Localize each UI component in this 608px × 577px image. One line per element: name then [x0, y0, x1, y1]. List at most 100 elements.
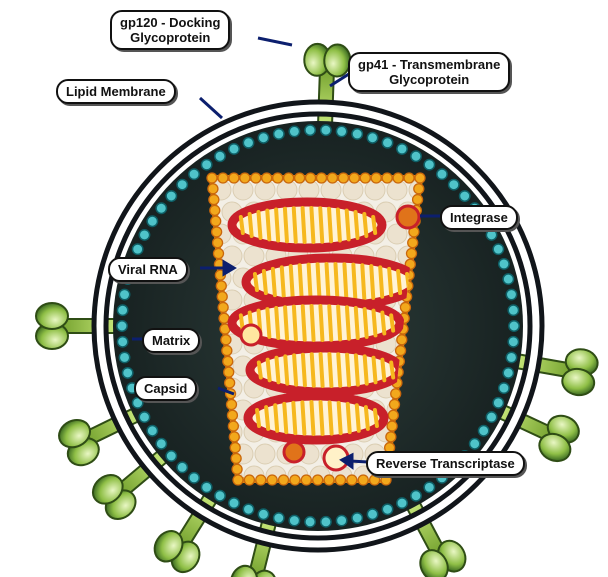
rna-base	[373, 311, 375, 336]
matrix-bead	[189, 473, 199, 483]
matrix-bead	[122, 368, 132, 378]
matrix-bead	[503, 274, 513, 284]
rna-base	[294, 208, 296, 241]
rna-base	[362, 265, 364, 298]
reverse-transcriptase-label-text: Reverse Transcriptase	[376, 456, 515, 471]
rna-base	[375, 410, 377, 426]
capsid-bead	[381, 475, 391, 485]
rna-base	[347, 355, 349, 386]
rna-base	[285, 307, 287, 339]
capsid-bead	[349, 173, 359, 183]
capsid-bead	[347, 475, 357, 485]
matrix-bead	[201, 482, 211, 492]
matrix-bead	[367, 509, 377, 519]
matrix-bead	[117, 321, 127, 331]
rna-base	[398, 271, 400, 293]
matrix-bead	[258, 509, 268, 519]
rna-base	[356, 308, 358, 338]
matrix-bead	[119, 289, 129, 299]
rna-base	[374, 358, 376, 382]
rna-base	[275, 405, 277, 431]
rna-base	[267, 309, 269, 337]
capsid-label-text: Capsid	[144, 381, 187, 396]
capsid-bead	[214, 249, 224, 259]
rna-base	[335, 264, 337, 300]
capsid-sphere	[244, 246, 264, 266]
rna-base	[300, 265, 302, 298]
gp120-label: gp120 - Docking Glycoprotein	[110, 10, 230, 50]
rna-base	[353, 265, 355, 300]
matrix-bead	[336, 515, 346, 525]
matrix-bead	[119, 352, 129, 362]
gp41-label: gp41 - Transmembrane Glycoprotein	[348, 52, 510, 92]
glycoprotein-head	[36, 303, 68, 329]
matrix-bead	[305, 517, 315, 527]
rna-base	[380, 267, 382, 296]
rna-base	[255, 274, 257, 290]
capsid-bead	[316, 173, 326, 183]
rna-base	[338, 354, 340, 385]
rna-base	[318, 264, 320, 300]
capsid-bead	[232, 464, 242, 474]
rna-base	[250, 214, 252, 236]
matrix-bead	[139, 412, 149, 422]
capsid-bead	[216, 281, 226, 291]
capsid-bead	[230, 443, 240, 453]
matrix-bead	[321, 517, 331, 527]
viral-rna-label: Viral RNA	[108, 257, 188, 282]
capsid-bead	[301, 475, 311, 485]
rna-base	[329, 306, 331, 340]
matrix-bead	[274, 513, 284, 523]
capsid-bead	[218, 302, 228, 312]
capsid-bead	[231, 453, 241, 463]
capsid-bead	[338, 173, 348, 183]
matrix-bead	[397, 144, 407, 154]
matrix-bead	[382, 504, 392, 514]
rna-base	[347, 211, 349, 240]
capsid-bead	[387, 421, 397, 431]
capsid-bead	[273, 173, 283, 183]
matrix-bead	[117, 305, 127, 315]
rna-base	[329, 209, 331, 241]
rna-base	[366, 407, 368, 429]
matrix-bead	[177, 179, 187, 189]
rna-base	[293, 403, 295, 433]
capsid-bead	[212, 227, 222, 237]
matrix-bead	[336, 126, 346, 136]
rna-base	[356, 355, 358, 384]
enzyme-circle	[284, 442, 304, 462]
rna-coil	[232, 202, 382, 248]
capsid-bead	[386, 432, 396, 442]
matrix-label: Matrix	[142, 328, 200, 353]
matrix-bead	[156, 439, 166, 449]
capsid-bead	[229, 173, 239, 183]
rna-base	[259, 362, 261, 377]
matrix-bead	[177, 462, 187, 472]
matrix-bead	[147, 216, 157, 226]
capsid-bead	[390, 400, 400, 410]
rna-base	[357, 405, 359, 431]
matrix-bead	[305, 125, 315, 135]
capsid-bead	[397, 335, 407, 345]
capsid-bead	[335, 475, 345, 485]
rna-base	[257, 410, 259, 426]
rna-base	[339, 403, 341, 433]
rna-base	[321, 354, 323, 386]
matrix-bead	[449, 179, 459, 189]
rna-base	[276, 358, 278, 382]
rna-base	[309, 265, 311, 300]
capsid-bead	[279, 475, 289, 485]
matrix-bead	[469, 439, 479, 449]
matrix-bead	[478, 426, 488, 436]
matrix-bead	[215, 491, 225, 501]
rna-base	[365, 356, 367, 383]
capsid-bead	[227, 410, 237, 420]
capsid-bead	[222, 346, 232, 356]
capsid-bead	[208, 184, 218, 194]
matrix-bead	[229, 498, 239, 508]
matrix-bead	[117, 337, 127, 347]
rna-base	[364, 214, 366, 236]
capsid-bead	[223, 356, 233, 366]
capsid-bead	[290, 475, 300, 485]
matrix-bead	[166, 451, 176, 461]
